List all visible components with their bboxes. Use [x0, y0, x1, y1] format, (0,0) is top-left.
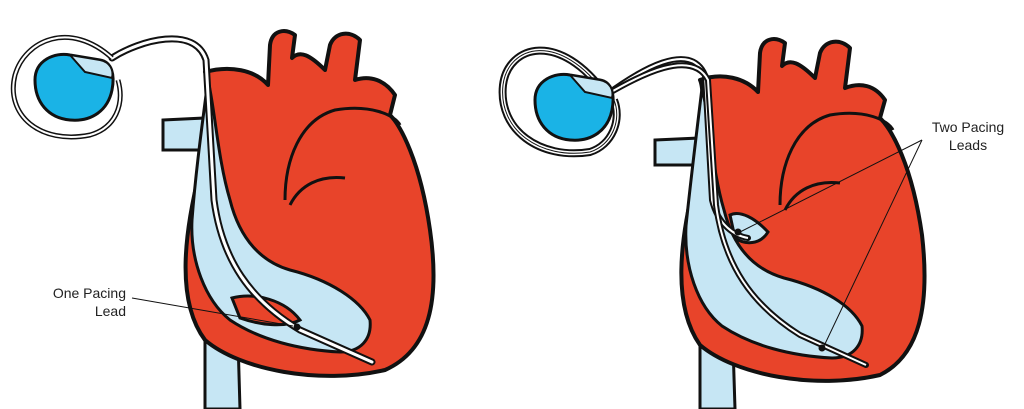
pacemaker-icon [35, 54, 113, 120]
panel-single-lead [13, 31, 433, 409]
label-line: Two Pacing [928, 118, 1008, 136]
label-line: Lead [30, 302, 126, 320]
label-line: Leads [928, 136, 1008, 154]
label-two-pacing-leads: Two Pacing Leads [928, 118, 1008, 154]
label-line: One Pacing [30, 284, 126, 302]
label-one-pacing-lead: One Pacing Lead [30, 284, 126, 320]
panel-dual-lead [503, 39, 925, 409]
lead-tip [294, 324, 301, 331]
pacemaker-icon [535, 74, 613, 140]
